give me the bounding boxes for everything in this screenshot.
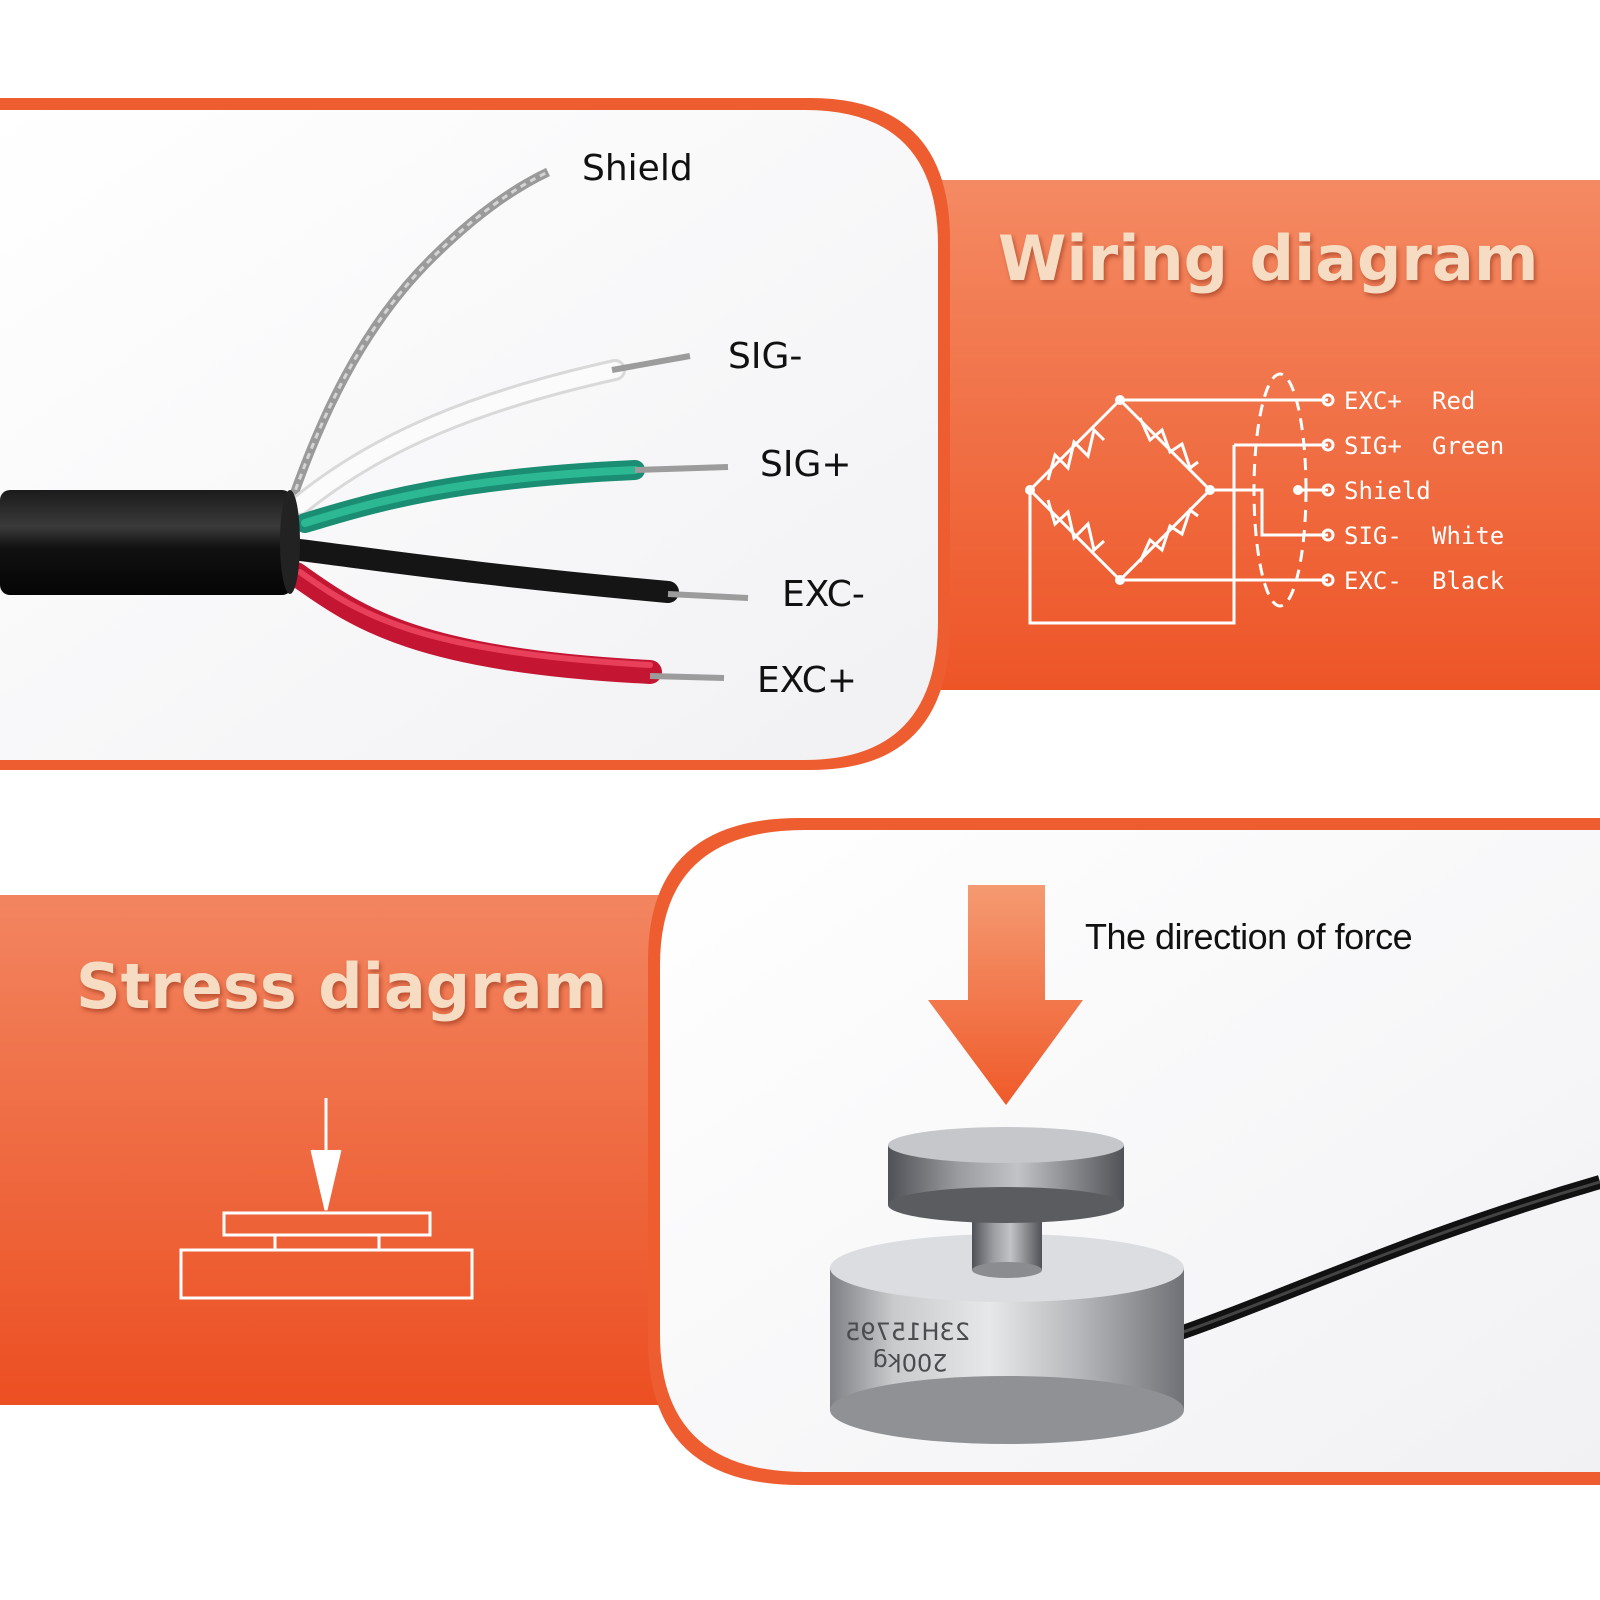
- wiring-signal-sig-minus: SIG-: [1344, 522, 1402, 550]
- black-wire: [289, 539, 679, 603]
- sensor-serial-engraving: 23H15795: [845, 1318, 970, 1346]
- label-exc-minus: EXC-: [782, 574, 865, 615]
- wiring-schematic: [1025, 372, 1335, 625]
- stress-orange-band: [0, 895, 760, 1405]
- wiring-signal-exc-plus: EXC+: [1344, 387, 1402, 415]
- wiring-signal-shield: Shield: [1344, 477, 1431, 505]
- wiring-section: [0, 98, 1600, 770]
- wiring-color-green: Green: [1432, 432, 1505, 460]
- wiring-title: Wiring diagram: [998, 222, 1539, 295]
- load-cell-sensor: [830, 1127, 1600, 1444]
- force-direction-label: The direction of force: [1085, 916, 1413, 957]
- label-exc-plus: EXC+: [757, 660, 858, 701]
- wiring-color-white: White: [1432, 522, 1505, 550]
- main-cable: [0, 490, 292, 595]
- wiring-signal-sig-plus: SIG+: [1344, 432, 1402, 460]
- wiring-orange-band: [880, 180, 1600, 690]
- wiring-color-red: Red: [1432, 387, 1476, 415]
- sensor-capacity-engraving: 200kg: [872, 1348, 948, 1376]
- stress-title: Stress diagram: [76, 950, 608, 1023]
- label-sig-minus: SIG-: [728, 336, 803, 377]
- label-sig-plus: SIG+: [760, 444, 852, 485]
- wiring-color-black: Black: [1432, 567, 1505, 595]
- stress-icon: [179, 1098, 474, 1300]
- wiring-signal-exc-minus: EXC-: [1344, 567, 1402, 595]
- stress-section: [0, 818, 1600, 1485]
- force-arrow: [928, 885, 1083, 1105]
- red-wire: [284, 562, 662, 684]
- cable-photo: [0, 167, 749, 684]
- label-shield: Shield: [582, 148, 693, 189]
